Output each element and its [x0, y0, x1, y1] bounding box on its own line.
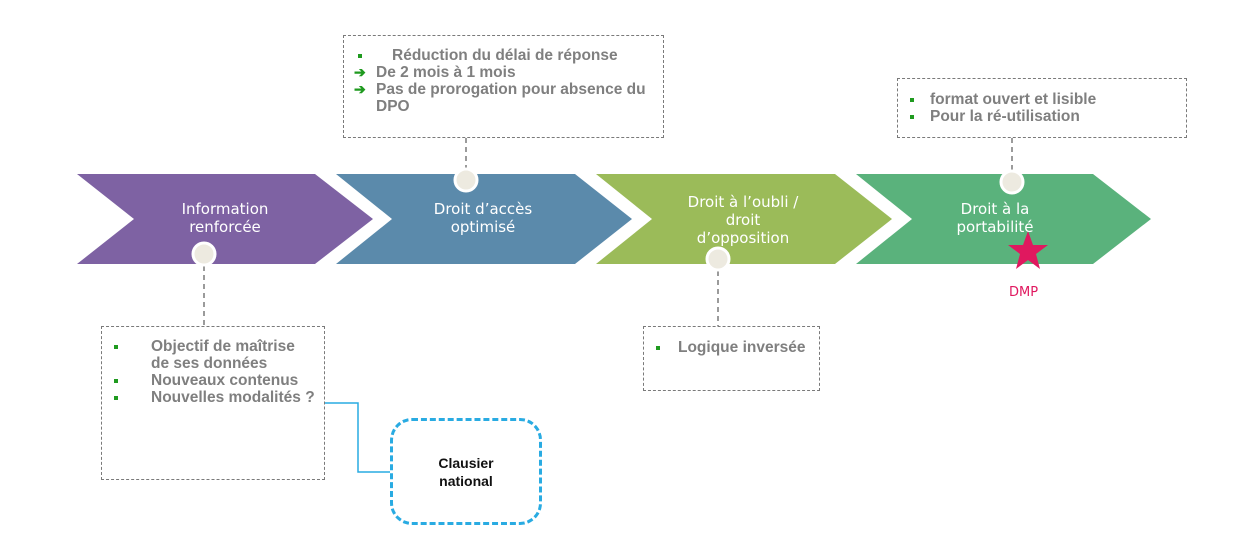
note-info: Objectif de maîtrise de ses données Nouv…	[101, 326, 325, 480]
stage-3-chevron	[596, 174, 892, 264]
stage-2-chevron	[336, 174, 632, 264]
star-icon	[1008, 231, 1048, 269]
bullet-square-icon	[114, 379, 118, 383]
dmp-label: DMP	[1009, 285, 1039, 300]
note-portabilite-item: format ouvert et lisible	[910, 91, 1178, 108]
note-oubli-item: Logique inversée	[656, 339, 811, 356]
bullet-square-icon	[114, 345, 118, 349]
connector-clausier	[325, 402, 390, 473]
note-info-item: Objectif de maîtrise de ses données	[114, 338, 316, 372]
clausier-national-box: Clausier national	[390, 418, 542, 525]
stage-3-label: Droit à l’oubli / droit d’opposition	[687, 193, 799, 247]
note-acces-item: Réduction du délai de réponse	[358, 47, 655, 64]
bullet-square-icon	[358, 54, 362, 58]
stage-1-chevron	[77, 174, 373, 264]
note-acces-item: ➔ Pas de prorogation pour absence du DPO	[354, 81, 646, 115]
bullet-square-icon	[656, 346, 660, 350]
clausier-national-label: Clausier national	[438, 454, 494, 489]
note-portabilite-item: Pour la ré-utilisation	[910, 108, 1178, 125]
arrow-right-icon: ➔	[354, 64, 366, 80]
note-info-item: Nouvelles modalités ?	[114, 389, 316, 406]
note-portabilite: format ouvert et lisible Pour la ré-util…	[897, 78, 1187, 138]
bullet-square-icon	[114, 396, 118, 400]
bullet-square-icon	[910, 98, 914, 102]
stage-4-chevron	[856, 174, 1151, 264]
milestone-info[interactable]	[191, 241, 217, 267]
bullet-square-icon	[910, 115, 914, 119]
milestone-acces[interactable]	[453, 167, 479, 193]
note-oubli: Logique inversée	[643, 326, 820, 391]
stage-1-label: Information renforcée	[181, 200, 269, 236]
arrow-right-icon: ➔	[354, 81, 366, 97]
stage-2-label: Droit d’accès optimisé	[433, 200, 533, 236]
note-acces: Réduction du délai de réponse ➔ De 2 moi…	[343, 35, 664, 138]
milestone-oubli[interactable]	[705, 246, 731, 272]
milestone-portabilite[interactable]	[999, 169, 1025, 195]
note-info-item: Nouveaux contenus	[114, 372, 316, 389]
stage-4-label: Droit à la portabilité	[956, 200, 1034, 236]
note-acces-item: ➔ De 2 mois à 1 mois	[354, 64, 516, 81]
